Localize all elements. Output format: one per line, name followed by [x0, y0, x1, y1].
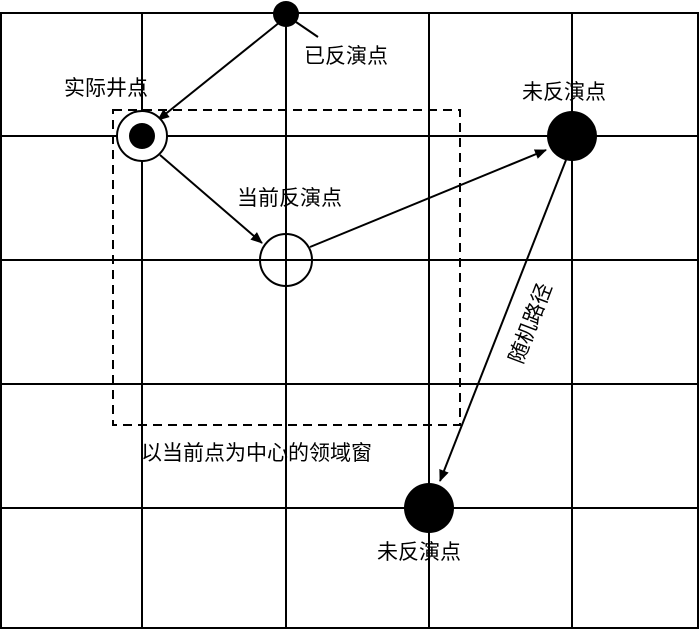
neighborhood-window-label: 以当前点为中心的领域窗	[141, 441, 372, 465]
inverted-point-label: 已反演点	[304, 44, 388, 68]
not-inverted-bottom-label: 未反演点	[377, 540, 461, 564]
current-point	[259, 233, 313, 287]
neighborhood-window	[112, 109, 461, 426]
arrows	[157, 21, 567, 482]
random-path-label: 随机路径	[504, 280, 557, 367]
not-inverted-top-label: 未反演点	[522, 80, 606, 104]
grid	[0, 12, 699, 629]
current-point-label: 当前反演点	[237, 186, 342, 210]
actual-well-label: 实际井点	[64, 76, 148, 100]
not-inverted-point-bottom	[404, 483, 454, 533]
inverted-point	[273, 1, 299, 27]
not-inverted-point-top	[547, 111, 597, 161]
actual-well-point	[116, 110, 168, 162]
